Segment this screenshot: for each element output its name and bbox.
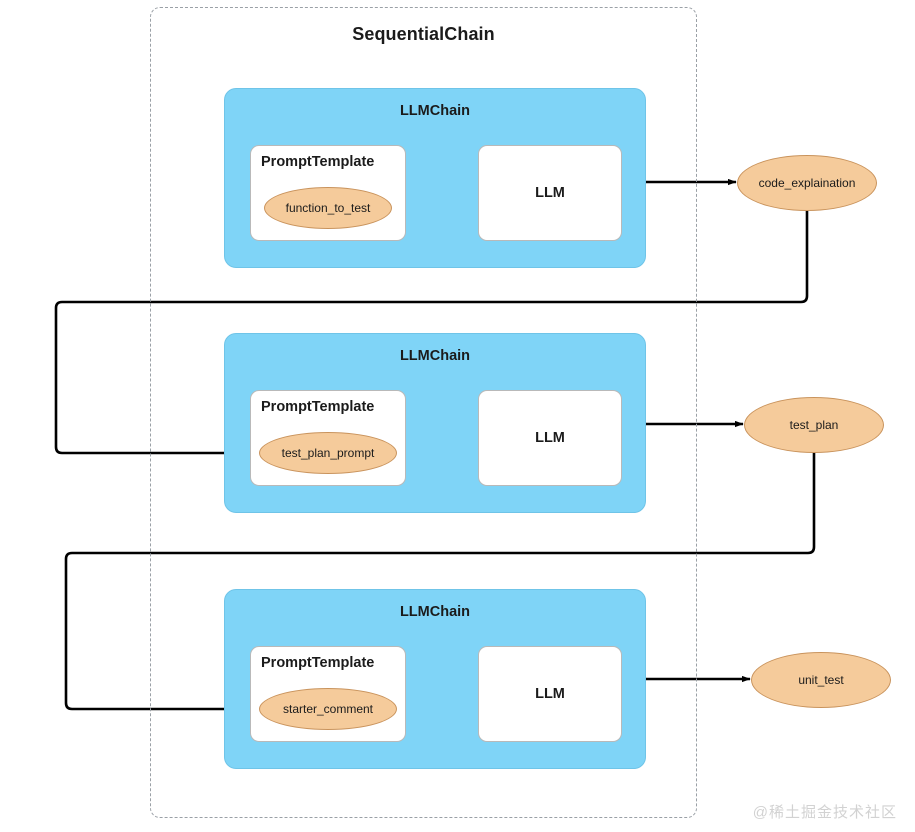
prompt-variable-ellipse-3: starter_comment <box>259 688 397 730</box>
llm-card-3: LLM <box>478 646 622 742</box>
watermark: @稀土掘金技术社区 <box>752 804 897 821</box>
prompt-template-card-3: PromptTemplate starter_comment <box>250 646 406 742</box>
prompt-template-card-1: PromptTemplate function_to_test <box>250 145 406 241</box>
prompt-template-card-2: PromptTemplate test_plan_prompt <box>250 390 406 486</box>
sequential-chain-title: SequentialChain <box>352 24 495 44</box>
prompt-variable-ellipse-1: function_to_test <box>264 187 392 229</box>
llm-chain-3: LLMChain PromptTemplate starter_comment … <box>224 589 646 769</box>
sequential-chain-container: SequentialChain <box>150 7 697 818</box>
llm-chain-title-1: LLMChain <box>399 103 471 119</box>
llm-chain-title-2: LLMChain <box>399 348 471 364</box>
prompt-template-title-1: PromptTemplate <box>261 154 375 170</box>
output-ellipse-code-explaination: code_explaination <box>737 155 877 211</box>
llm-card-2: LLM <box>478 390 622 486</box>
output-ellipse-unit-test: unit_test <box>751 652 891 708</box>
llm-card-1: LLM <box>478 145 622 241</box>
prompt-template-title-2: PromptTemplate <box>261 399 375 415</box>
prompt-template-title-3: PromptTemplate <box>261 655 375 671</box>
output-ellipse-test-plan: test_plan <box>744 397 884 453</box>
llm-chain-1: LLMChain PromptTemplate function_to_test… <box>224 88 646 268</box>
prompt-variable-ellipse-2: test_plan_prompt <box>259 432 397 474</box>
llm-chain-title-3: LLMChain <box>399 604 471 620</box>
llm-chain-2: LLMChain PromptTemplate test_plan_prompt… <box>224 333 646 513</box>
